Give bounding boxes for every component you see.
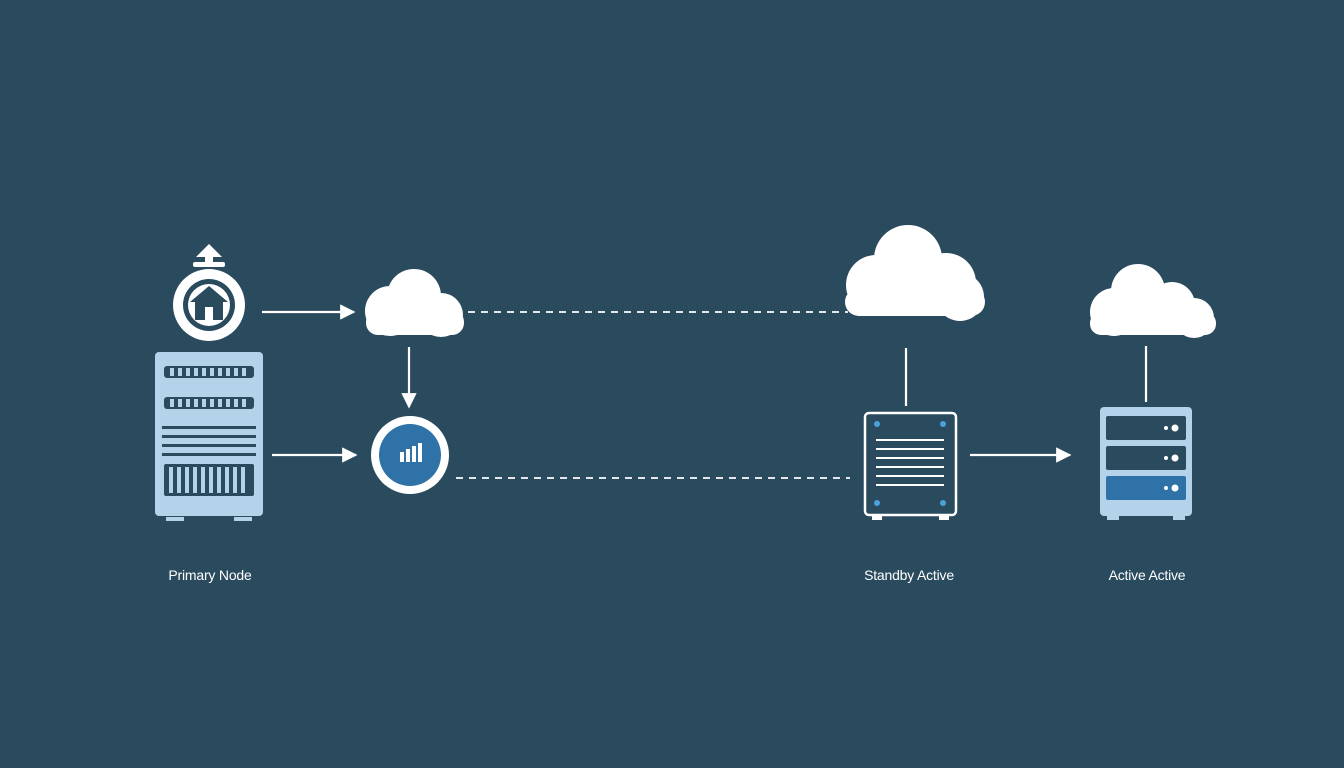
cloud-icon bbox=[365, 269, 464, 337]
active-cloud-icon bbox=[1090, 264, 1216, 338]
primary-node-label: Primary Node bbox=[168, 567, 252, 583]
standby-cloud-icon bbox=[845, 225, 985, 321]
connectors bbox=[262, 304, 1148, 479]
standby-node-label: Standby Active bbox=[864, 567, 954, 583]
server-stack-icon bbox=[1100, 407, 1192, 520]
server-rack-icon bbox=[155, 352, 263, 521]
active-node-label: Active Active bbox=[1108, 567, 1186, 583]
switch-icon bbox=[371, 416, 449, 494]
server-panel-icon bbox=[863, 411, 958, 520]
home-timer-icon bbox=[173, 244, 245, 341]
